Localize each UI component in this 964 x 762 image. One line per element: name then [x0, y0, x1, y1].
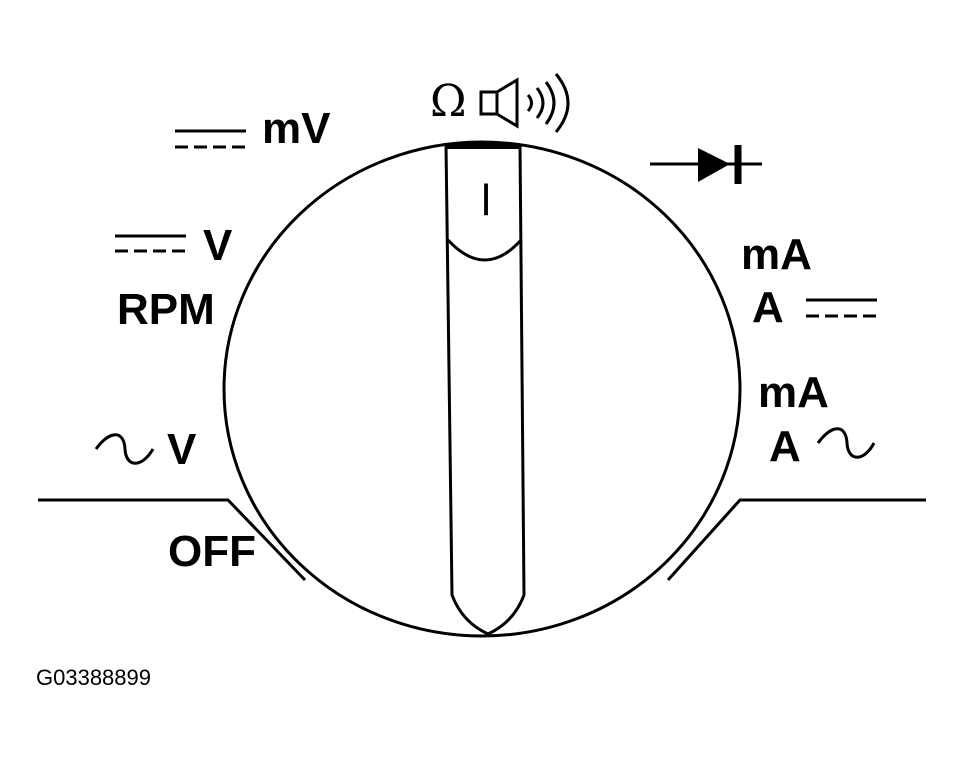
pointer-body [444, 143, 526, 636]
label-ac-ma: mA [758, 368, 829, 417]
meter-face-outline-left [38, 498, 307, 582]
label-off: OFF [168, 527, 256, 576]
pointer-mark: l [481, 176, 491, 225]
label-rpm: RPM [117, 285, 215, 334]
label-ac-v: V [167, 425, 197, 474]
diode-icon [650, 145, 762, 184]
dc-v-symbol [115, 234, 186, 253]
label-dc-mv: mV [262, 104, 331, 153]
rotary-dial[interactable] [222, 140, 742, 638]
label-dc-ma: mA [741, 230, 812, 279]
pointer-grip-arc [446, 238, 523, 262]
switch-pointer[interactable]: l [444, 143, 526, 636]
dc-a-symbol [806, 298, 877, 318]
label-ohms: Ω [430, 76, 466, 127]
ac-v-sine-icon [94, 433, 155, 465]
figure-id: G03388899 [36, 665, 151, 690]
label-dc-v: V [203, 221, 233, 270]
dc-mv-symbol [175, 129, 246, 149]
ac-a-sine-icon [816, 427, 876, 459]
label-ac-a: A [769, 422, 801, 471]
label-dc-a: A [752, 283, 784, 332]
meter-face-outline-right [666, 498, 926, 582]
speaker-beeper-icon [479, 73, 570, 133]
